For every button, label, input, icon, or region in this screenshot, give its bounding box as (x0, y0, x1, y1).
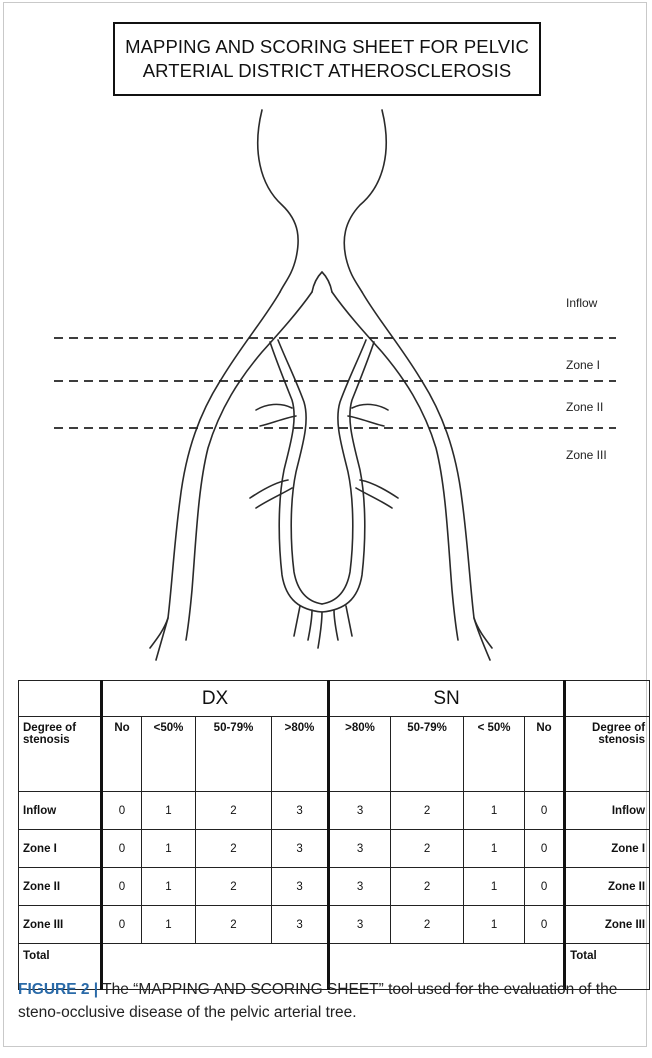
right-lower-branch (360, 480, 398, 498)
row-label-left: Inflow (19, 792, 102, 830)
side-header-sn: SN (329, 681, 565, 717)
corner-cell-right (565, 681, 650, 717)
dx-col-header: No (102, 717, 142, 792)
zone-label-zone-1: Zone I (566, 358, 600, 372)
score-cell: 0 (102, 792, 142, 830)
row-label-left: Zone III (19, 906, 102, 944)
score-cell: 3 (272, 792, 329, 830)
score-cell: 1 (464, 906, 525, 944)
score-cell: 1 (464, 792, 525, 830)
figure-caption-text: The “MAPPING AND SCORING SHEET” tool use… (18, 981, 617, 1021)
bottom-vessel-1 (294, 606, 300, 636)
sn-col-header: No (525, 717, 565, 792)
score-cell: 2 (196, 868, 272, 906)
aorta-and-iliac-vessels (150, 110, 492, 660)
bifurcation-apex (312, 272, 332, 292)
table-row: Zone I 0 1 2 3 3 2 1 0 Zone I (19, 830, 650, 868)
left-iliac-outer (150, 292, 280, 648)
table-row: Inflow 0 1 2 3 3 2 1 0 Inflow (19, 792, 650, 830)
right-iliac-inner (332, 292, 458, 640)
figure-caption: FIGURE 2 | The “MAPPING AND SCORING SHEE… (18, 978, 638, 1024)
score-cell: 2 (391, 830, 464, 868)
sn-col-header: < 50% (464, 717, 525, 792)
score-cell: 2 (391, 792, 464, 830)
table-row: Zone II 0 1 2 3 3 2 1 0 Zone II (19, 868, 650, 906)
right-upper-branch (352, 404, 388, 410)
figure-label: FIGURE 2 | (18, 981, 98, 998)
sn-col-header: >80% (329, 717, 391, 792)
bottom-vessel-2 (308, 610, 312, 640)
score-cell: 3 (329, 830, 391, 868)
side-header-dx: DX (102, 681, 329, 717)
score-cell: 2 (196, 792, 272, 830)
right-upper-branch-2 (348, 416, 384, 426)
left-iliac-inner (186, 292, 312, 640)
score-cell: 1 (464, 868, 525, 906)
score-cell: 0 (525, 830, 565, 868)
table-row: Zone III 0 1 2 3 3 2 1 0 Zone III (19, 906, 650, 944)
score-cell: 2 (196, 906, 272, 944)
score-cell: 3 (272, 830, 329, 868)
degree-header-row: Degree of stenosis No <50% 50-79% >80% >… (19, 717, 650, 792)
pelvic-arterial-tree-diagram (0, 0, 652, 680)
score-cell: 0 (525, 792, 565, 830)
row-label-right: Zone I (565, 830, 650, 868)
score-cell: 2 (391, 906, 464, 944)
aorta-right-wall (344, 110, 386, 292)
bottom-vessel-4 (334, 610, 338, 640)
score-cell: 2 (391, 868, 464, 906)
score-cell: 1 (464, 830, 525, 868)
score-cell: 3 (329, 792, 391, 830)
side-header-row: DX SN (19, 681, 650, 717)
score-cell: 1 (142, 868, 196, 906)
dx-col-header: <50% (142, 717, 196, 792)
row-header-right: Degree of stenosis (565, 717, 650, 792)
right-iliac-outer (362, 292, 492, 648)
score-cell: 1 (142, 830, 196, 868)
row-label-right: Zone II (565, 868, 650, 906)
score-cell: 0 (102, 868, 142, 906)
score-cell: 3 (329, 906, 391, 944)
score-cell: 1 (142, 792, 196, 830)
score-cell: 1 (142, 906, 196, 944)
corner-cell-left (19, 681, 102, 717)
zone-label-inflow: Inflow (566, 296, 597, 310)
zone-boundaries (54, 338, 616, 428)
aorta-left-wall (258, 110, 298, 292)
left-distal-fork (156, 618, 168, 660)
zone-label-zone-2: Zone II (566, 400, 603, 414)
row-header-left: Degree of stenosis (19, 717, 102, 792)
bottom-vessel-5 (346, 606, 352, 636)
dx-col-header: >80% (272, 717, 329, 792)
row-label-right: Inflow (565, 792, 650, 830)
score-cell: 0 (525, 906, 565, 944)
row-label-left: Zone II (19, 868, 102, 906)
score-cell: 0 (102, 906, 142, 944)
left-upper-branch (256, 404, 292, 410)
scoring-table: DX SN Degree of stenosis No <50% 50-79% … (18, 680, 650, 990)
score-cell: 0 (102, 830, 142, 868)
score-cell: 3 (272, 906, 329, 944)
zone-label-zone-3: Zone III (566, 448, 607, 462)
score-cell: 2 (196, 830, 272, 868)
right-distal-fork (474, 618, 490, 660)
left-upper-branch-2 (260, 416, 296, 426)
dx-col-header: 50-79% (196, 717, 272, 792)
sn-col-header: 50-79% (391, 717, 464, 792)
score-cell: 0 (525, 868, 565, 906)
score-cell: 3 (272, 868, 329, 906)
row-label-left: Zone I (19, 830, 102, 868)
row-label-right: Zone III (565, 906, 650, 944)
bottom-vessel-3 (318, 612, 322, 648)
score-cell: 3 (329, 868, 391, 906)
